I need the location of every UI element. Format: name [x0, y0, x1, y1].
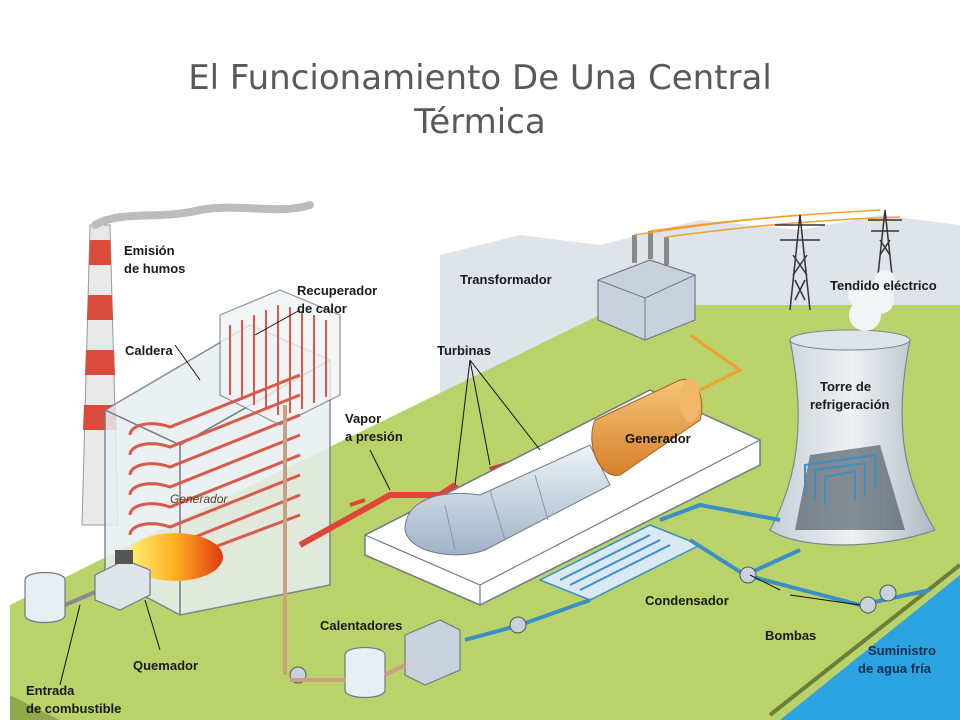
chimney	[81, 201, 314, 526]
cooling-coils	[804, 453, 876, 505]
label-quemador: Quemador	[133, 658, 198, 673]
turbine-platform	[364, 378, 761, 606]
label-suministro-1: Suministro	[868, 643, 936, 658]
fuel-supply	[24, 550, 151, 624]
label-generador-main: Generador	[625, 431, 691, 446]
label-condensador: Condensador	[645, 593, 729, 608]
label-emission-1: Emisión	[124, 243, 175, 258]
thermal-plant-diagram: Emisión de humos Recuperador de calor Ca…	[10, 201, 960, 720]
label-transformador: Transformador	[460, 272, 552, 287]
heaters	[290, 619, 461, 699]
label-torre-2: refrigeración	[810, 397, 890, 412]
label-entrada-2: de combustible	[26, 701, 121, 716]
label-bombas: Bombas	[765, 628, 816, 643]
label-tendido: Tendido eléctrico	[830, 278, 937, 293]
label-vapor-2: a presión	[345, 429, 403, 444]
label-caldera: Caldera	[125, 343, 173, 358]
label-turbinas: Turbinas	[437, 343, 491, 358]
label-emission-2: de humos	[124, 261, 185, 276]
transformer	[597, 209, 901, 341]
label-vapor-1: Vapor	[345, 411, 381, 426]
cooling-tower	[769, 270, 936, 546]
label-calentadores: Calentadores	[320, 618, 402, 633]
page-title-line-1: El Funcionamiento De Una Central	[188, 58, 772, 98]
label-recuperador-2: de calor	[297, 301, 347, 316]
ground-edge	[10, 695, 60, 720]
label-recuperador-1: Recuperador	[297, 283, 377, 298]
recuperator-coils	[229, 305, 327, 415]
steam-pipe	[298, 482, 457, 548]
page-title: El Funcionamiento De Una Central Térmica	[0, 56, 960, 144]
boiler	[104, 289, 341, 616]
label-suministro-2: de agua fría	[858, 661, 932, 676]
label-torre-1: Torre de	[820, 379, 871, 394]
transmission-tower-2	[868, 209, 902, 276]
water-supply	[780, 575, 960, 720]
transmission-tower-1	[775, 214, 825, 311]
power-line	[689, 333, 743, 392]
smoke-emission	[91, 201, 314, 229]
label-entrada-1: Entrada	[26, 683, 75, 698]
page-title-line-2: Térmica	[414, 102, 546, 142]
label-generador-boiler: Generador	[170, 492, 228, 506]
burner-flame	[127, 533, 223, 581]
